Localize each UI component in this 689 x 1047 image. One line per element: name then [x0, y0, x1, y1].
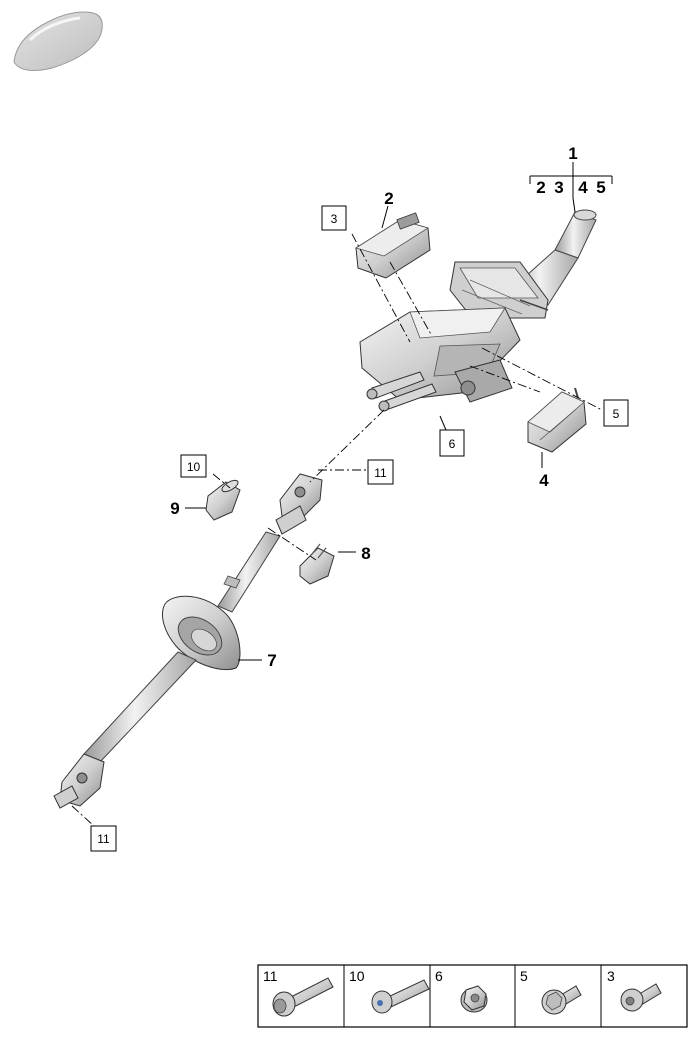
svg-text:10: 10	[349, 968, 365, 984]
boxed-callout-3: 3	[321, 205, 347, 231]
sleeve-part-9	[205, 479, 241, 521]
bolt-short-icon	[620, 983, 662, 1012]
vehicle-silhouette-icon	[13, 11, 103, 71]
callout-1: 1	[568, 144, 577, 163]
bolt-long-icon	[371, 979, 430, 1014]
callout-1-child-5: 5	[596, 178, 605, 197]
svg-text:10: 10	[187, 460, 201, 474]
callout-1-child-3: 3	[554, 178, 563, 197]
legend-cell-5: 5	[520, 968, 582, 1015]
bolt-short-flange-icon	[541, 985, 582, 1015]
legend-cell-3: 3	[607, 968, 662, 1012]
boxed-callout-11-lower: 11	[90, 825, 117, 852]
callout-1-child-2: 2	[536, 178, 545, 197]
fastener-legend: 11 10 6 5	[257, 964, 688, 1028]
callout-2: 2	[384, 189, 393, 208]
electronic-unit-part-4	[527, 387, 587, 453]
callout-9: 9	[170, 499, 179, 518]
callout-8: 8	[361, 544, 370, 563]
callout-1-child-4: 4	[578, 178, 588, 197]
flange-nut-icon	[460, 985, 488, 1013]
bolt-long-flange-icon	[272, 977, 334, 1017]
callout-4: 4	[539, 471, 549, 490]
svg-text:3: 3	[607, 968, 615, 984]
svg-text:11: 11	[97, 832, 110, 846]
sleeve-part-8	[299, 543, 335, 585]
svg-text:11: 11	[263, 968, 278, 984]
boxed-callout-11-upper: 11	[367, 459, 394, 485]
svg-text:3: 3	[331, 212, 338, 226]
legend-cell-6: 6	[435, 968, 488, 1013]
boxed-callout-6: 6	[439, 429, 465, 457]
intermediate-shaft-part-7	[53, 473, 323, 809]
legend-cell-10: 10	[349, 968, 430, 1014]
dash-dot-lines	[71, 233, 603, 827]
svg-text:5: 5	[613, 407, 620, 421]
boxed-callout-5: 5	[603, 399, 629, 427]
svg-text:6: 6	[435, 968, 443, 984]
leader-lines	[185, 162, 613, 661]
svg-text:6: 6	[449, 437, 456, 451]
boxed-callout-10: 10	[180, 454, 207, 478]
svg-text:5: 5	[520, 968, 528, 984]
callout-7: 7	[267, 651, 276, 670]
svg-text:11: 11	[374, 466, 387, 480]
steering-column-assembly	[359, 209, 597, 412]
legend-cell-11: 11	[263, 968, 334, 1017]
control-module-part-2	[355, 212, 431, 279]
